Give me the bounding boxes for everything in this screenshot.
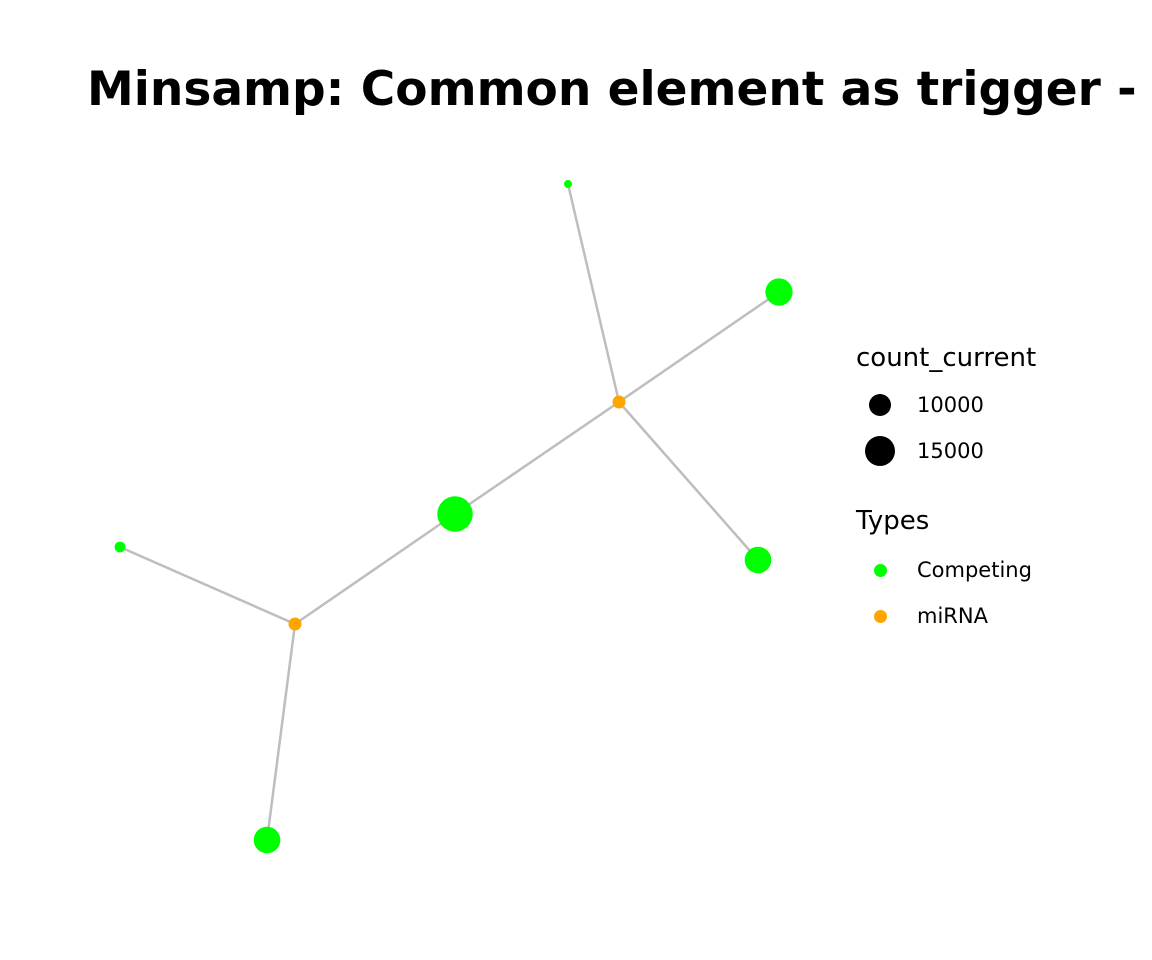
size-dot-large (865, 436, 895, 466)
node-layer (114, 180, 793, 854)
node-competing-top (564, 180, 572, 188)
node-competing-center (437, 496, 473, 532)
edge-competing-top-mirna-upper (566, 183, 621, 403)
edge-mirna-upper-competing-right (618, 401, 759, 561)
node-mirna-upper (612, 395, 626, 409)
edge-layer (119, 183, 780, 841)
edge-competing-center-mirna-lower (294, 512, 456, 626)
size-legend-row-10000: 10000 (856, 382, 1146, 428)
size-key-10000 (856, 382, 904, 428)
plot-title: Minsamp: Common element as trigger - (87, 62, 1137, 117)
type-key-mirna (856, 593, 904, 639)
size-legend-title: count_current (856, 343, 1037, 373)
type-legend-title: Types (856, 506, 930, 536)
node-competing-left (114, 541, 126, 553)
type-legend-label: miRNA (917, 604, 988, 628)
edge-mirna-lower-competing-bottom (265, 623, 297, 841)
type-legend-row-mirna: miRNA (856, 593, 1146, 639)
node-mirna-lower (288, 617, 302, 631)
competing-dot (873, 563, 887, 577)
edge-mirna-upper-competing-center (454, 400, 620, 516)
node-competing-bottom (253, 826, 281, 854)
size-legend-label: 10000 (917, 393, 984, 417)
size-legend-label: 15000 (917, 439, 984, 463)
type-legend-row-competing: Competing (856, 547, 1146, 593)
node-competing-right (744, 546, 772, 574)
size-dot-small (869, 394, 891, 416)
type-legend-label: Competing (917, 558, 1032, 582)
legend: count_current 10000 15000 Types Compe (856, 345, 1146, 639)
type-key-competing (856, 547, 904, 593)
type-legend: Types Competing miRNA (856, 508, 1146, 639)
edge-competing-upper-right-mirna-upper (618, 290, 780, 404)
node-competing-upper-right (765, 278, 793, 306)
size-key-15000 (856, 428, 904, 474)
mirna-dot (873, 609, 887, 623)
edge-competing-left-mirna-lower (119, 545, 296, 626)
size-legend: count_current 10000 15000 (856, 345, 1146, 474)
size-legend-row-15000: 15000 (856, 428, 1146, 474)
